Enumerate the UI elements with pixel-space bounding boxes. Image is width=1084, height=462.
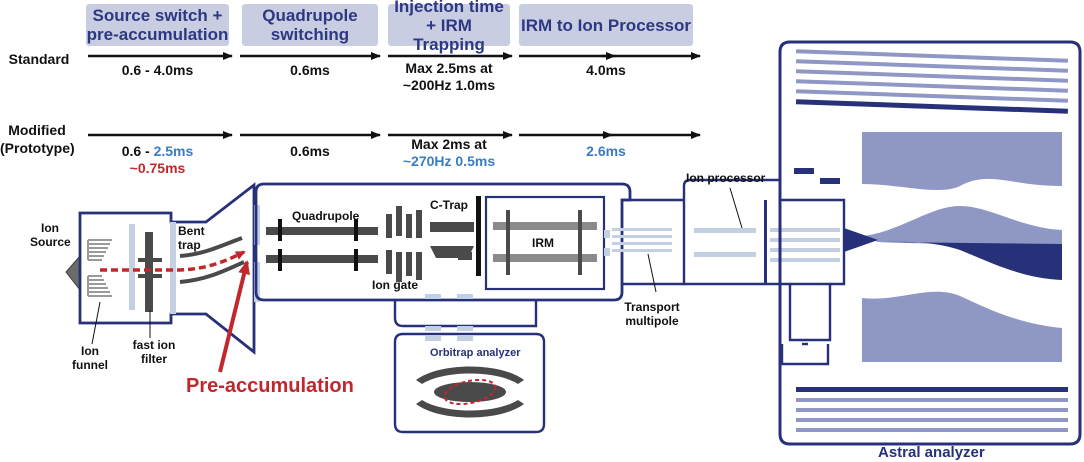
main-housing [254,182,632,302]
label-quadrupole: Quadrupole [292,209,360,223]
header-quadrupole-switching-text: Quadrupole switching [262,6,358,44]
row-label-modified-line1: Modified [8,122,66,138]
header-source-switch: Source switch + pre-accumulation [86,4,229,46]
ion-source-cone [65,254,81,292]
header-quadrupole-switching: Quadrupole switching [242,4,378,46]
modified-source-switch-prefix: 0.6 - [121,143,154,159]
irm [484,195,610,291]
label-c-trap: C-Trap [430,198,469,212]
front-housing [78,182,256,355]
ion-path-dashed [100,250,246,272]
bent-trap-rods [179,236,245,284]
ion-processor [682,178,846,366]
leader-lines [91,301,151,345]
label-bent-trap: Bent trap [178,224,205,252]
label-astral-analyzer: Astral analyzer [878,444,985,461]
row-label-standard-text: Standard [8,51,70,67]
orbitrap-housing [393,294,546,434]
modified-injection-line1: Max 2ms at [411,136,487,152]
label-ion-gate: Ion gate [372,278,419,292]
header-injection-trapping: Injection time + IRM Trapping [388,0,510,54]
label-orbitrap-analyzer: Orbitrap analyzer [430,347,521,359]
header-irm-to-processor-text: IRM to Ion Processor [520,15,692,35]
standard-source-switch-time: 0.6 - 4.0ms [121,62,194,78]
quadrupole-rods [266,219,378,271]
modified-injection-time: Max 2ms at ~270Hz 0.5ms [385,136,513,170]
transport-multipole [612,198,684,293]
row-label-modified: Modified (Prototype) [0,121,75,157]
header-source-switch-text: Source switch + pre-accumulation [86,6,229,44]
modified-source-switch-line1: 0.6 - 2.5ms [86,143,229,160]
label-pre-accumulation: Pre-accumulation [186,375,354,397]
standard-injection-line1: Max 2.5ms at [405,60,493,76]
label-ion-processor: Ion processor [686,171,766,185]
header-injection-trapping-text: Injection time + IRM Trapping [394,0,504,54]
standard-quadrupole-time: 0.6ms [290,62,330,78]
modified-quadrupole-time: 0.6ms [290,143,330,159]
label-irm: IRM [532,236,554,250]
ion-funnel [87,239,112,297]
label-fast-ion-filter: fast ion filter [132,338,176,366]
standard-injection-line2: ~200Hz 1.0ms [402,77,496,93]
modified-source-switch-red: ~0.75ms [129,160,186,176]
standard-irm-time: 4.0ms [586,62,626,78]
modified-source-switch-blue: 2.5ms [153,143,194,159]
standard-injection-time: Max 2.5ms at ~200Hz 1.0ms [385,60,513,94]
header-irm-to-processor: IRM to Ion Processor [519,4,693,46]
row-label-modified-line2: (Prototype) [0,140,75,156]
c-trap [430,196,481,276]
ion-gate [386,206,422,282]
modified-source-switch-time: 0.6 - 2.5ms ~0.75ms [86,143,229,177]
row-label-standard: Standard [6,50,72,68]
astral-analyzer [778,40,1082,446]
modified-injection-line2: ~270Hz 0.5ms [402,153,496,169]
modified-irm-time: 2.6ms [586,143,626,159]
pre-accumulation-arrow [218,260,250,373]
label-transport-multipole: Transport multipole [624,300,680,328]
fast-ion-filter [129,222,176,314]
label-ion-funnel: Ion funnel [72,344,108,372]
label-ion-source: Ion Source [30,221,71,249]
